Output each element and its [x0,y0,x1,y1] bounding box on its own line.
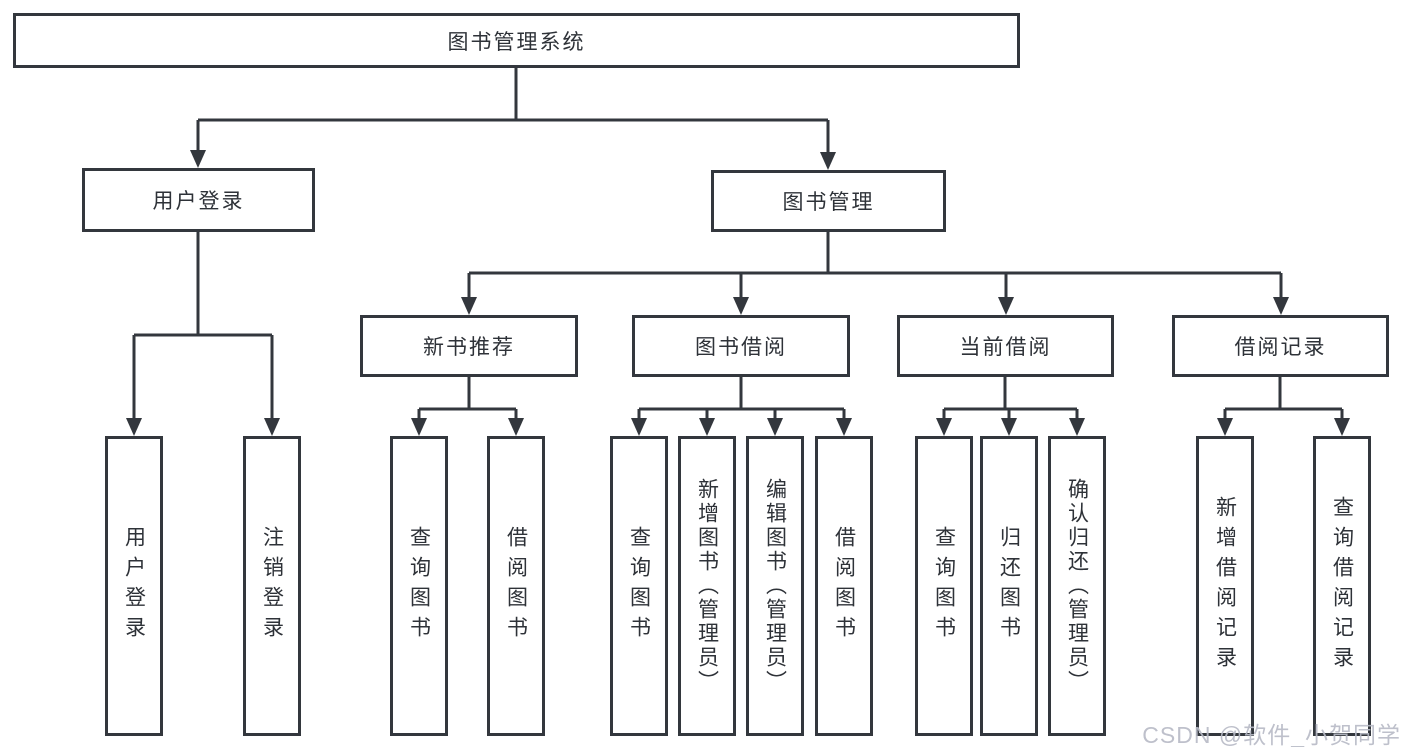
node-current-borrow-label: 当前借阅 [959,336,1052,359]
leaf-add-borrow-record: 新增借阅记录 [1196,436,1254,736]
node-root: 图书管理系统 [13,13,1020,68]
leaf-add-book-admin: 新增图书（管理员） [678,436,736,736]
node-borrow-record-label: 借阅记录 [1234,336,1327,359]
leaf-query-borrow-record-label: 查询借阅记录 [1330,496,1354,676]
leaf-query-book-3-label: 查询图书 [932,526,956,646]
node-current-borrow: 当前借阅 [897,315,1114,377]
leaf-query-book-1-label: 查询图书 [407,526,431,646]
leaf-borrow-book-2-label: 借阅图书 [832,526,856,646]
node-root-label: 图书管理系统 [447,30,586,54]
node-new-book-recommend-label: 新书推荐 [423,336,515,359]
leaf-user-login-label: 用户登录 [122,526,146,646]
leaf-user-login: 用户登录 [105,436,163,736]
leaf-query-book-1: 查询图书 [390,436,448,736]
leaf-edit-book-admin: 编辑图书（管理员） [746,436,804,736]
leaf-borrow-book-1: 借阅图书 [487,436,545,736]
node-new-book-recommend: 新书推荐 [360,315,578,377]
leaf-query-book-2-label: 查询图书 [627,526,651,646]
node-borrow-record: 借阅记录 [1172,315,1389,377]
arrowheads [126,150,1350,436]
leaf-query-borrow-record: 查询借阅记录 [1313,436,1371,736]
node-user-login: 用户登录 [82,168,315,232]
leaf-return-book-label: 归还图书 [997,526,1021,646]
node-book-management: 图书管理 [711,170,946,232]
leaf-edit-book-admin-label: 编辑图书（管理员） [763,478,787,694]
leaf-confirm-return-admin: 确认归还（管理员） [1048,436,1106,736]
leaf-query-book-3: 查询图书 [915,436,973,736]
leaf-add-book-admin-label: 新增图书（管理员） [695,478,719,694]
node-user-login-label: 用户登录 [152,190,245,213]
leaf-logout: 注销登录 [243,436,301,736]
node-book-borrow: 图书借阅 [632,315,850,377]
leaf-add-borrow-record-label: 新增借阅记录 [1213,496,1237,676]
leaf-borrow-book-1-label: 借阅图书 [504,526,528,646]
leaf-query-book-2: 查询图书 [610,436,668,736]
leaf-return-book: 归还图书 [980,436,1038,736]
node-book-management-label: 图书管理 [782,191,875,214]
watermark: CSDN @软件_小贺同学 [1142,722,1401,747]
leaf-confirm-return-admin-label: 确认归还（管理员） [1065,478,1089,694]
node-book-borrow-label: 图书借阅 [695,336,787,359]
leaf-logout-label: 注销登录 [260,526,284,646]
leaf-borrow-book-2: 借阅图书 [815,436,873,736]
